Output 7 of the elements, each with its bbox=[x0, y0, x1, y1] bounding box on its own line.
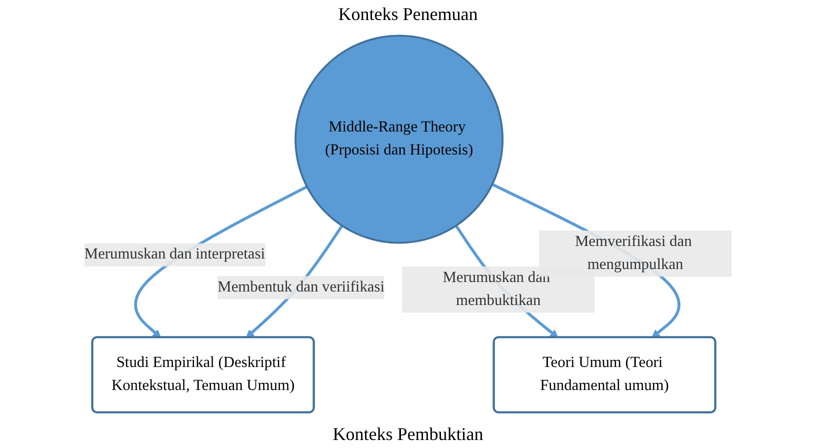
edge-label: Memverifikasi dan mengumpulkan bbox=[574, 233, 692, 273]
edge-label: Merumuskan dan interpretasi bbox=[84, 246, 265, 263]
edge-label: Merumuskan dan membuktikan bbox=[442, 269, 550, 309]
context-label: Konteks Pembuktian bbox=[332, 423, 484, 446]
edge-label: Membentuk dan veriifikasi bbox=[218, 278, 385, 296]
context-label: Konteks Penemuan bbox=[337, 3, 479, 26]
node-circle: Middle-Range Theory (Prposisi dan Hipotesis) bbox=[294, 34, 504, 244]
